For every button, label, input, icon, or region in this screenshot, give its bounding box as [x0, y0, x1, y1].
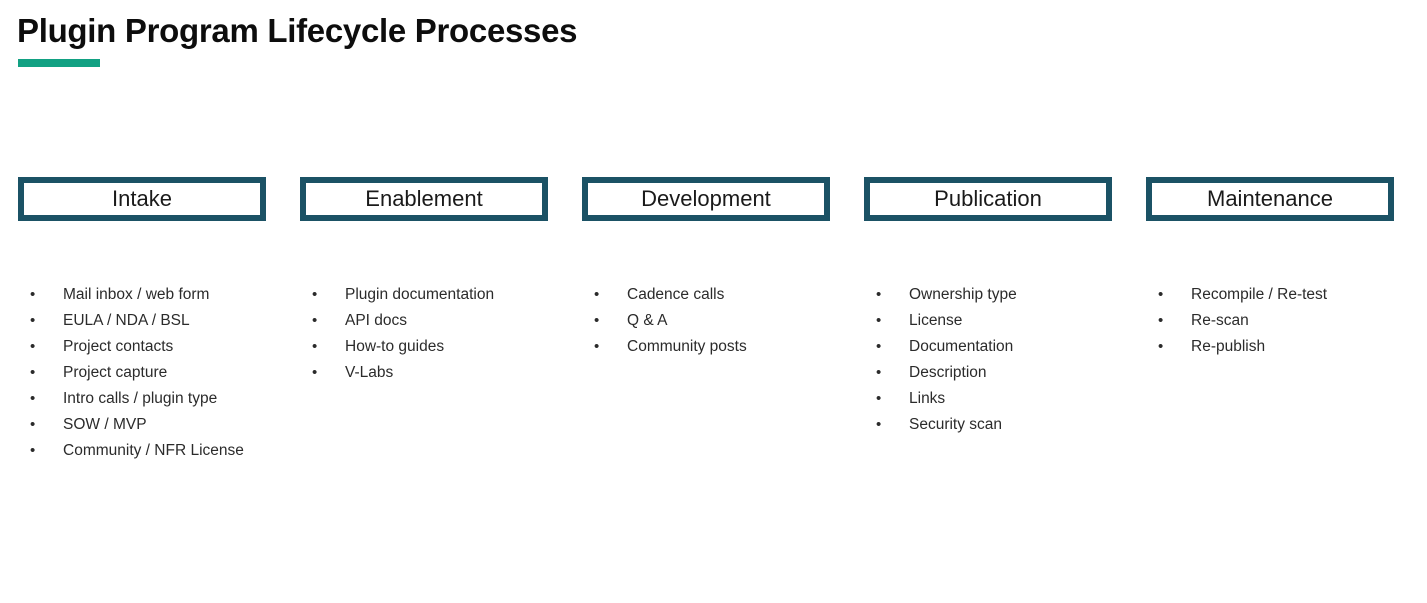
stage-item-list: • Recompile / Re-test • Re-scan • Re-publish: [1146, 282, 1394, 360]
list-item: • Recompile / Re-test: [1146, 282, 1394, 308]
stage-header-label: Maintenance: [1207, 186, 1333, 211]
list-item-label: Security scan: [909, 416, 1003, 433]
bullet-dot-icon: •: [1158, 312, 1164, 329]
list-item: • Ownership type: [864, 282, 1112, 308]
stage-column-maintenance: Maintenance•Recompile / Re-test•Re-scan•…: [1146, 177, 1394, 360]
stage-header-publication[interactable]: Publication: [864, 177, 1112, 221]
bullet-dot-icon: •: [876, 390, 882, 407]
stage-header-label: Development: [641, 186, 771, 211]
list-item: • License: [864, 308, 1112, 334]
bullet-dot-icon: •: [876, 338, 882, 355]
list-item-label: SOW / MVP: [63, 416, 147, 433]
list-item-label: V-Labs: [345, 364, 394, 381]
list-item-label: Project capture: [63, 364, 168, 381]
list-item: • Q & A: [582, 308, 830, 334]
title-accent-bar: [18, 59, 100, 67]
list-item-label: Re-scan: [1191, 312, 1249, 329]
list-item: • Cadence calls: [582, 282, 830, 308]
list-item-label: Community posts: [627, 338, 747, 355]
list-item: • Project contacts: [18, 334, 266, 360]
bullet-dot-icon: •: [30, 312, 36, 329]
bullet-dot-icon: •: [876, 286, 882, 303]
list-item: • EULA / NDA / BSL: [18, 308, 266, 334]
list-item: • Security scan: [864, 412, 1112, 438]
stage-item-list: •Mail inbox / web form•EULA / NDA / BSL•…: [18, 282, 266, 464]
bullet-dot-icon: •: [594, 286, 600, 303]
stage-header-enablement[interactable]: Enablement: [300, 177, 548, 221]
page-title: Plugin Program Lifecycle Processes: [17, 12, 578, 49]
list-item: • Re-scan: [1146, 308, 1394, 334]
list-item-label: Re-publish: [1191, 338, 1266, 355]
bullet-dot-icon: •: [30, 286, 36, 303]
bullet-dot-icon: •: [876, 312, 882, 329]
list-item-label: License: [909, 312, 963, 329]
stage-header-label: Intake: [112, 186, 172, 211]
stage-item-list: • Cadence calls • Q & A • Community posts: [582, 282, 830, 360]
bullet-dot-icon: •: [30, 390, 36, 407]
list-item: • Re-publish: [1146, 334, 1394, 360]
lifecycle-stage-columns: Intake • Mail inbox / web form • EULA / NDA …: [18, 177, 1398, 464]
bullet-dot-icon: •: [312, 364, 318, 381]
bullet-dot-icon: •: [30, 442, 36, 459]
list-item: • Intro calls / plugin type: [18, 386, 266, 412]
list-item-label: How-to guides: [345, 338, 445, 355]
stage-column-development: Development • Cadence calls • Q & A • Communit…: [582, 177, 830, 360]
bullet-dot-icon: •: [876, 364, 882, 381]
list-item: • Community / NFR License: [18, 438, 266, 464]
list-item-label: Project contacts: [63, 338, 174, 355]
list-item-label: Cadence calls: [627, 286, 725, 303]
list-item-label: Ownership type: [909, 286, 1017, 303]
list-item: • SOW / MVP: [18, 412, 266, 438]
bullet-dot-icon: •: [594, 338, 600, 355]
list-item-label: Community / NFR License: [63, 442, 244, 459]
stage-column-enablement: Enablement • Plugin documentation • API docs…: [300, 177, 548, 386]
list-item-label: EULA / NDA / BSL: [63, 312, 190, 329]
list-item: • Links: [864, 386, 1112, 412]
bullet-dot-icon: •: [30, 364, 36, 381]
list-item-label: Documentation: [909, 338, 1014, 355]
list-item: • Community posts: [582, 334, 830, 360]
stage-header-maintenance[interactable]: Maintenance: [1146, 177, 1394, 221]
list-item: • Project capture: [18, 360, 266, 386]
bullet-dot-icon: •: [594, 312, 600, 329]
list-item: • Description: [864, 360, 1112, 386]
bullet-dot-icon: •: [1158, 286, 1164, 303]
list-item-label: Mail inbox / web form: [63, 286, 210, 303]
bullet-dot-icon: •: [312, 338, 318, 355]
stage-item-list: • Plugin documentation • API docs • How-to gu…: [300, 282, 548, 386]
list-item: • V-Labs: [300, 360, 548, 386]
bullet-dot-icon: •: [312, 286, 318, 303]
list-item-label: Links: [909, 390, 946, 407]
list-item: • Mail inbox / web form: [18, 282, 266, 308]
list-item: • Documentation: [864, 334, 1112, 360]
list-item: • API docs: [300, 308, 548, 334]
stage-column-intake: Intake • Mail inbox / web form • EULA / NDA …: [18, 177, 266, 464]
bullet-dot-icon: •: [312, 312, 318, 329]
stage-column-publication: Publication • Ownership type • License • Docum…: [864, 177, 1112, 438]
stage-header-label: Publication: [934, 186, 1042, 211]
bullet-dot-icon: •: [1158, 338, 1164, 355]
bullet-dot-icon: •: [876, 416, 882, 433]
bullet-dot-icon: •: [30, 338, 36, 355]
bullet-dot-icon: •: [30, 416, 36, 433]
list-item-label: Q & A: [627, 312, 668, 329]
stage-item-list: • Ownership type • License • Documentation • De…: [864, 282, 1112, 438]
stage-header-intake[interactable]: Intake: [18, 177, 266, 221]
list-item-label: Intro calls / plugin type: [63, 390, 218, 407]
list-item-label: Recompile / Re-test: [1191, 286, 1328, 303]
list-item: • Plugin documentation: [300, 282, 548, 308]
list-item: • How-to guides: [300, 334, 548, 360]
list-item-label: Plugin documentation: [345, 286, 495, 303]
list-item-label: Description: [909, 364, 987, 381]
stage-header-development[interactable]: Development: [582, 177, 830, 221]
list-item-label: API docs: [345, 312, 408, 329]
stage-header-label: Enablement: [365, 186, 483, 211]
